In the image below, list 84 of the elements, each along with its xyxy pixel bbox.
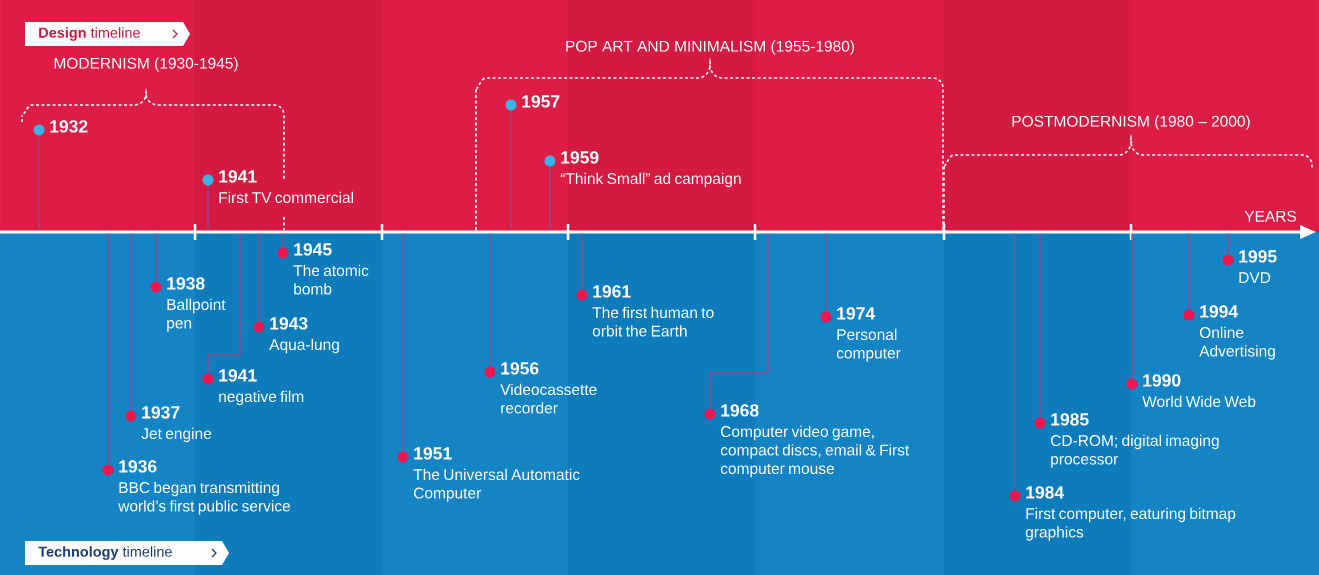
node-label: Videocassette recorder	[500, 383, 597, 414]
period-label: POP ART AND MINIMALISM (1955-1980)	[566, 40, 854, 55]
node-label: 1951	[414, 447, 452, 460]
node-label: CD-ROM; digital imaging processor	[1050, 434, 1219, 468]
pin-stem	[1039, 232, 1041, 419]
timeline-event: 1968 Computer video game, compact discs, email & First computer mouse	[704, 404, 910, 478]
node-label: Ballpoint pen	[167, 298, 226, 332]
node-label: 1945	[294, 243, 332, 256]
timeline-axis	[0, 224, 1316, 240]
node-label: 1956	[501, 362, 539, 375]
node-label: World Wide Web	[1142, 395, 1256, 408]
node-label: 1961	[593, 285, 631, 298]
node-label: 1974	[837, 307, 876, 320]
pin-stem	[207, 184, 209, 232]
node-label: 1985	[1051, 413, 1089, 426]
pin-stem	[38, 134, 40, 232]
node-label: negative film	[219, 390, 304, 406]
node-label: 1957	[522, 95, 560, 108]
timeline-event: 1990 World Wide Web	[1126, 374, 1256, 408]
pin-stem	[107, 232, 109, 466]
node-label: Jet engine	[141, 427, 212, 443]
node-label: 1941	[219, 170, 257, 183]
timeline-event: 1945 The atomic bomb	[277, 243, 369, 295]
node-label: The Universal Automatic Computer	[413, 468, 580, 502]
timeline-tag: Design timeline	[25, 22, 190, 46]
node-label: First TV commercial	[219, 191, 353, 204]
node-label: 1984	[1026, 486, 1065, 499]
node-label: First computer, eaturing bitmap graphics	[1025, 507, 1236, 541]
pin-stem	[489, 232, 491, 368]
timeline-event: 1961 The first human to orbit the Earth	[576, 285, 714, 337]
timeline-event: 1984 First computer, eaturing bitmap graphics	[1009, 486, 1236, 541]
pin-stem	[402, 232, 404, 453]
node-label: 1959	[561, 151, 599, 164]
timeline-event: 1957	[505, 95, 560, 111]
pin-stem	[1227, 232, 1229, 256]
node-label: 1990	[1143, 374, 1181, 387]
timeline-event: 1995 DVD	[1222, 250, 1277, 283]
timeline-event: 1936 BBC began transmitting world’s first public service	[102, 460, 290, 515]
timeline-event: 1994 Online Advertising	[1183, 305, 1275, 360]
pin-stem	[130, 232, 132, 412]
node-label: 1968	[721, 404, 759, 417]
period-label: POSTMODERNISM (1980 – 2000)	[1012, 115, 1250, 130]
node-label: BBC began transmitting world’s first public service	[118, 481, 291, 515]
node-label: Online Advertising	[1199, 326, 1275, 360]
node-label: 1936	[119, 460, 157, 473]
node-label: “Think Small” ad campaign	[560, 172, 741, 188]
node-label: 1995	[1239, 250, 1277, 263]
node-label: Aqua-lung	[269, 338, 339, 354]
timeline-event: 1951 The Universal Automatic Computer	[397, 447, 580, 502]
pin-stem	[510, 109, 512, 232]
node-label: The first human to orbit the Earth	[592, 306, 714, 337]
node-label: 1994	[1200, 305, 1239, 318]
pin-stem	[549, 165, 551, 232]
timeline-event: 1932	[33, 120, 88, 136]
pin-stem	[1188, 232, 1190, 311]
timeline-event: 1938 Ballpoint pen	[150, 277, 226, 332]
node-label: 1938	[167, 277, 205, 290]
timeline-event: 1974 Personal computer	[820, 307, 901, 362]
pin-stem	[1131, 232, 1133, 380]
timeline-event: 1959 “Think Small” ad campaign	[544, 151, 741, 188]
node-label: 1937	[142, 406, 180, 419]
node-label: 1941	[219, 369, 257, 382]
pin-stem	[709, 232, 769, 410]
timeline-event: 1941 First TV commercial	[202, 170, 353, 204]
pin-stem	[825, 232, 827, 313]
node-label: 1932	[50, 120, 88, 133]
timeline-event: 1956 Videocassette recorder	[484, 362, 597, 414]
pin-stem	[258, 232, 260, 323]
axis-label: YEARS	[1244, 210, 1297, 222]
timeline-event: 1943 Aqua-lung	[253, 317, 339, 354]
timeline-event: 1937 Jet engine	[125, 406, 212, 443]
node-label: Personal computer	[836, 328, 901, 362]
timeline-event: 1941 negative film	[202, 369, 304, 406]
pin-stem	[1014, 232, 1016, 492]
node-label: The atomic bomb	[293, 264, 369, 295]
timeline-tag: Technology timeline	[25, 541, 229, 565]
pin-stem	[207, 232, 241, 375]
timeline-event: 1985 CD-ROM; digital imaging processor	[1034, 413, 1219, 468]
node-label: Computer video game, compact discs, email & First computer mouse	[720, 425, 910, 478]
node-label: 1943	[270, 317, 308, 330]
pin-stem	[155, 232, 157, 283]
pin-stem	[581, 232, 583, 291]
pin-stem	[282, 232, 284, 249]
node-label: DVD	[1239, 272, 1271, 283]
